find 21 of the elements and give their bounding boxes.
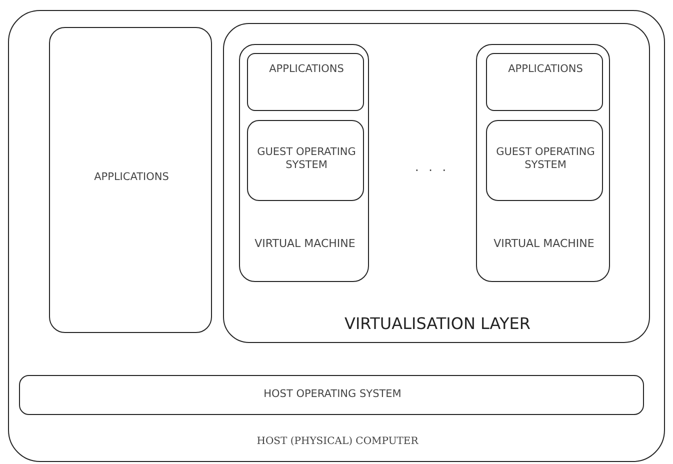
computer-frame [8,10,665,462]
ellipsis-label: . . . [415,160,450,174]
node-label: HOST (PHYSICAL) COMPUTER [256,434,420,449]
applications-box [486,53,603,111]
node-label: VIRTUAL MACHINE [492,236,596,252]
guest-os-box [247,120,364,201]
virtual-machine-panel [476,44,610,282]
node-label: GUEST OPERATING SYSTEM [256,144,357,173]
node-label: VIRTUALISATION LAYER [344,313,532,335]
applications-box [247,53,364,111]
node-label: VIRTUAL MACHINE [254,236,356,252]
node-label: APPLICATIONS [93,170,170,186]
guest-os-box [486,120,603,201]
node-label: HOST OPERATING SYSTEM [262,387,402,402]
virtual-machine-panel [239,44,369,282]
node-label: GUEST OPERATING SYSTEM [495,144,596,173]
node-label: APPLICATIONS [268,62,345,78]
virtualisation-layer-panel [223,23,650,343]
node-label: APPLICATIONS [507,62,584,78]
host-os-bar [19,375,644,415]
applications-panel [49,27,212,333]
